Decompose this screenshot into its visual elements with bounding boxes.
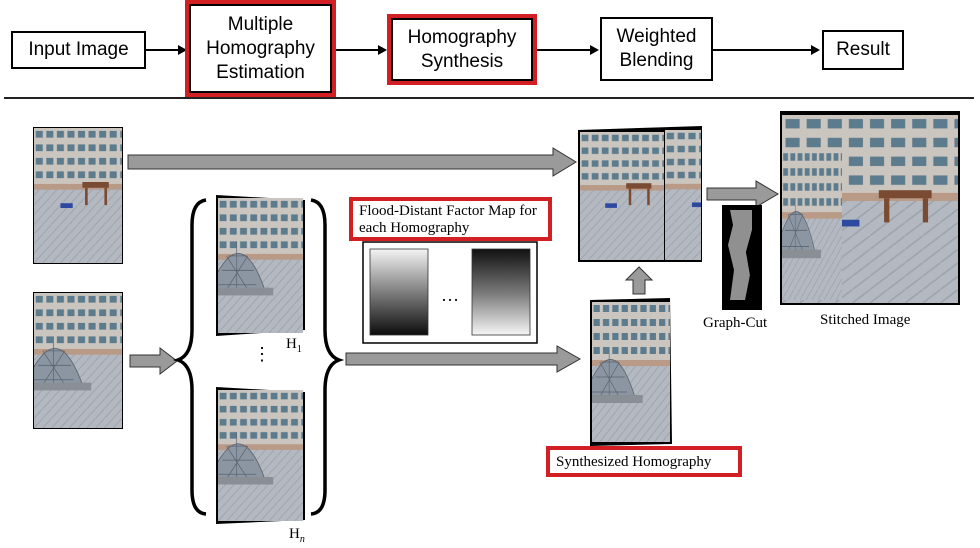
- vdots-label: ⋮: [253, 344, 271, 364]
- weighted-blending-label: Weighted Blending: [616, 26, 697, 71]
- gray-arrow-up: [624, 266, 654, 295]
- stitched-photo: [780, 111, 960, 305]
- result-box: Result: [822, 30, 904, 70]
- connector-line: [713, 49, 814, 51]
- result-label: Result: [836, 39, 890, 60]
- synthesized-photo: [590, 298, 672, 446]
- weighted-blending-box: Weighted Blending: [600, 17, 713, 81]
- gray-arrow-input2: [129, 346, 178, 376]
- connector-arrowhead: [590, 45, 599, 55]
- mosaic-photo: [578, 126, 702, 262]
- section-divider: [4, 97, 974, 99]
- flood-distant-label: Flood-Distant Factor Map for each Homogr…: [349, 197, 552, 241]
- homography-synthesis-box: Homography Synthesis: [387, 14, 537, 85]
- input-photo-2: [33, 292, 123, 429]
- connector-line: [146, 49, 182, 51]
- input-image-box: Input Image: [11, 31, 146, 69]
- connector-line: [537, 49, 591, 51]
- factor-map-1: [369, 248, 429, 336]
- h1-warped-photo: [216, 195, 305, 336]
- factor-maps-panel: [362, 241, 538, 344]
- h1-label: H1: [286, 336, 302, 355]
- gray-arrow-to-mosaic: [127, 147, 577, 177]
- connector-arrowhead: [378, 45, 387, 55]
- graph-cut-mask: [722, 205, 762, 310]
- connector-line: [336, 49, 382, 51]
- multiple-homography-box: Multiple Homography Estimation: [185, 0, 336, 97]
- gray-arrow-to-synthesized: [345, 345, 582, 373]
- stitched-image-label: Stitched Image: [820, 312, 911, 328]
- hn-label: Hn: [289, 526, 305, 545]
- gray-arrow-to-result: [706, 180, 779, 208]
- multiple-homography-label: Multiple Homography Estimation: [206, 13, 315, 83]
- homography-synthesis-label: Homography Synthesis: [407, 26, 517, 72]
- input-photo-1: [33, 127, 123, 264]
- input-image-label: Input Image: [28, 39, 129, 60]
- connector-arrowhead: [178, 45, 187, 55]
- graph-cut-label: Graph-Cut: [703, 315, 768, 331]
- factor-map-n: [471, 248, 531, 336]
- hn-warped-photo: [216, 387, 305, 524]
- left-brace: [172, 198, 207, 516]
- connector-arrowhead: [811, 45, 820, 55]
- ellipsis-label: …: [441, 285, 459, 305]
- right-brace: [310, 198, 345, 516]
- synthesized-homography-label: Synthesized Homography: [546, 446, 742, 477]
